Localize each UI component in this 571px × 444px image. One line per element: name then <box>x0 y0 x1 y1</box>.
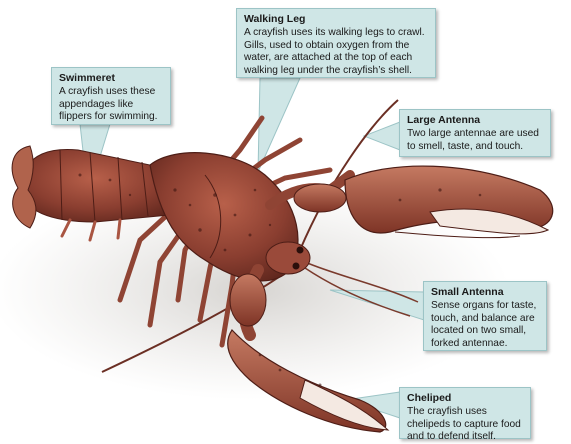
large-antenna-callout: Large Antenna Two large antennae are use… <box>399 109 551 157</box>
small-antenna-callout: Small Antenna Sense organs for taste, to… <box>423 281 547 351</box>
cheliped-title: Cheliped <box>407 392 523 405</box>
swimmeret-description: A crayfish uses these appendages like fl… <box>59 86 163 124</box>
walking-leg-description: A crayfish uses its walking legs to craw… <box>244 27 428 77</box>
large-antenna-title: Large Antenna <box>407 114 543 127</box>
small-antenna-title: Small Antenna <box>431 286 539 299</box>
eye <box>297 247 304 254</box>
abdomen <box>12 146 170 228</box>
small-antenna-description: Sense organs for taste, touch, and balan… <box>431 300 539 350</box>
eye <box>293 263 300 270</box>
walking-leg-title: Walking Leg <box>244 13 428 26</box>
cheliped-description: The crayfish uses chelipeds to capture f… <box>407 406 523 444</box>
swimmeret-callout: Swimmeret A crayfish uses these appendag… <box>51 67 171 125</box>
large-antenna-description: Two large antennae are used to smell, ta… <box>407 128 543 153</box>
swimmeret-title: Swimmeret <box>59 72 163 85</box>
large-antenna-pointer <box>364 122 400 150</box>
head <box>266 242 310 274</box>
cheliped-callout: Cheliped The crayfish uses chelipeds to … <box>399 387 531 439</box>
walking-leg-callout: Walking Leg A crayfish uses its walking … <box>236 8 436 78</box>
